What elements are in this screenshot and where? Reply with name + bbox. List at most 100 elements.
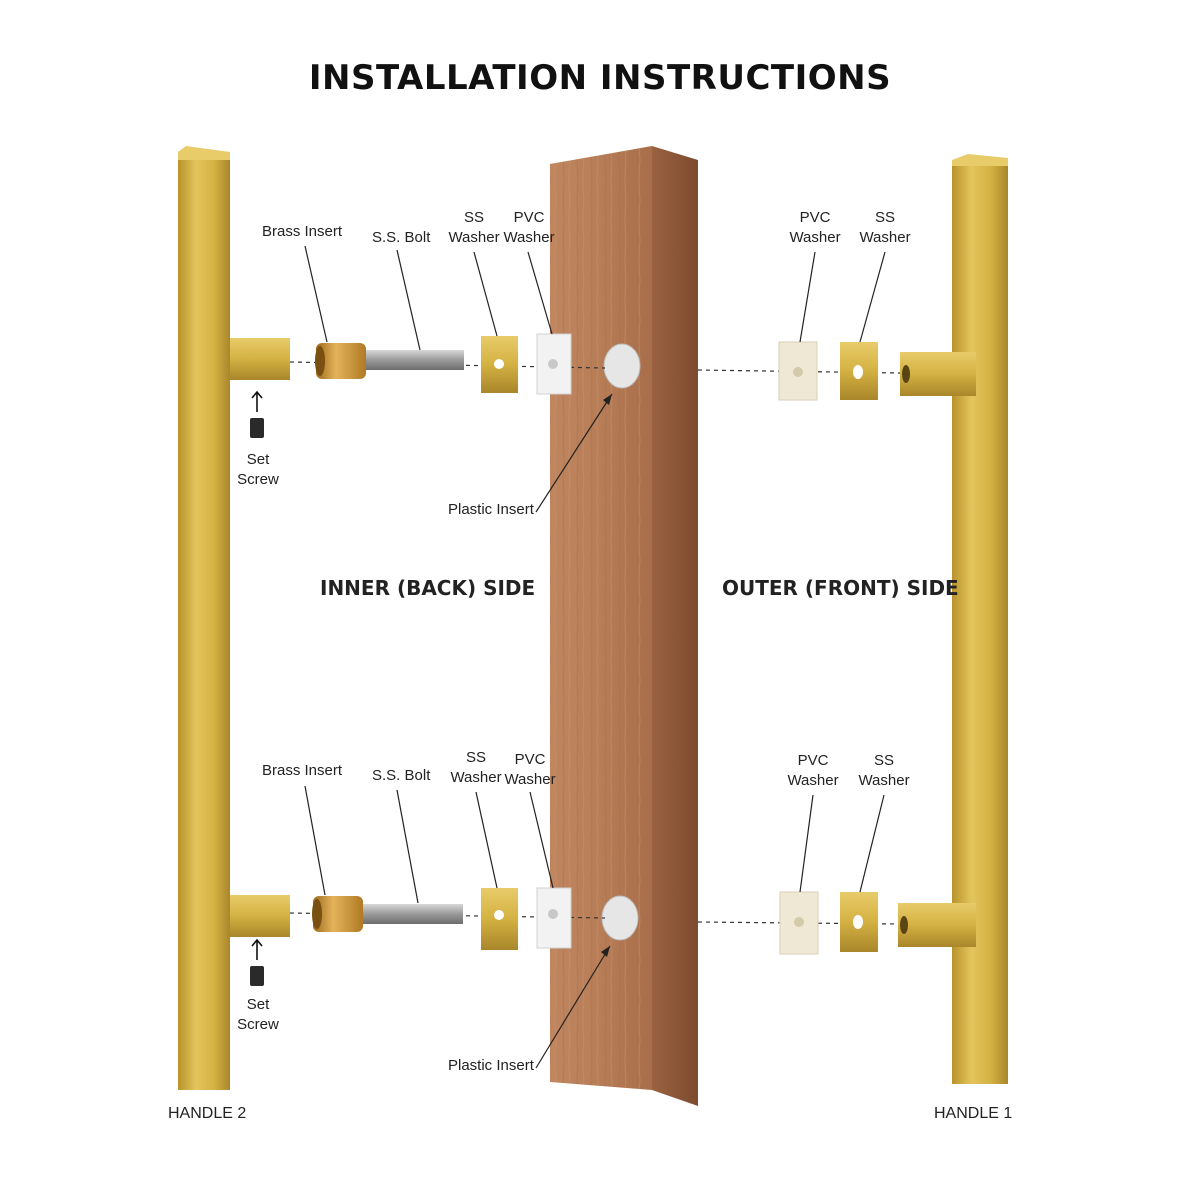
plastic-insert-bottom — [601, 895, 639, 941]
bottom-set-screw-arrow — [251, 938, 263, 960]
arrowhead-top-plastic-insert — [603, 394, 612, 405]
leader-bottom-brass-insert — [304, 785, 326, 896]
leader-bottom-ss-bolt — [396, 789, 419, 904]
bottom-brass-insert — [313, 896, 363, 932]
handle-1-bottom-bore — [900, 916, 908, 934]
handle-1-label: HANDLE 1 — [934, 1105, 1013, 1122]
top-brass-insert-face — [315, 346, 325, 376]
axis-bottom-outer — [697, 921, 899, 925]
top-set-screw-arrow — [251, 390, 263, 412]
bottom-ss-washer-inner-label: SS Washer — [450, 748, 502, 788]
inner-side-label: INNER (BACK) SIDE — [320, 576, 536, 600]
page-title: INSTALLATION INSTRUCTIONS — [308, 58, 892, 98]
bottom-brass-insert-label: Brass Insert — [262, 762, 343, 779]
bottom-pvc-washer-outer-label: PVC Washer — [786, 751, 840, 791]
top-pvc-washer-inner-label: PVC Washer — [503, 208, 555, 248]
outer-side-label: OUTER (FRONT) SIDE — [722, 576, 959, 600]
top-outer-hardware — [778, 341, 878, 401]
handle-2-bottom-standoff — [230, 895, 290, 937]
label-line: Washer — [450, 769, 502, 786]
top-ss-bolt — [366, 350, 464, 370]
top-set-screw-label: Set Screw — [232, 450, 284, 490]
leader-top-ss-washer-inner — [473, 251, 498, 337]
leader-top-pvc-washer-outer — [799, 251, 816, 343]
label-line: SS — [463, 209, 484, 226]
bottom-plastic-insert-label: Plastic Insert — [448, 1057, 534, 1074]
top-ss-washer-outer-hole — [853, 365, 863, 379]
wood-door — [550, 146, 698, 1106]
leader-bottom-pvc-washer-outer — [799, 794, 814, 893]
top-pvc-washer-inner-hole — [548, 359, 558, 369]
bottom-pvc-washer-outer-hole — [794, 917, 804, 927]
label-line: Set — [246, 996, 270, 1013]
bottom-pvc-washer-inner-label: PVC Washer — [504, 750, 556, 790]
handle-2-label: HANDLE 2 — [168, 1105, 247, 1122]
leader-arrowheads — [601, 394, 612, 957]
top-plastic-insert-label: Plastic Insert — [448, 501, 534, 518]
arrowhead-bottom-plastic-insert — [601, 946, 610, 957]
top-pvc-washer-outer-label: PVC Washer — [788, 208, 842, 248]
label-line: PVC — [797, 752, 829, 769]
bottom-set-screw-label: Set Screw — [232, 995, 284, 1035]
top-ss-bolt-label: S.S. Bolt — [372, 229, 431, 246]
bottom-pvc-washer-outer — [779, 891, 819, 955]
label-line: Washer — [858, 772, 910, 789]
wood-door-side — [652, 146, 698, 1106]
handle-2-bar — [178, 152, 230, 1090]
handle-1-bottom-standoff — [898, 903, 976, 947]
handle-1-top-bore — [902, 365, 910, 383]
label-line: PVC — [513, 209, 545, 226]
label-line: SS — [874, 209, 895, 226]
leader-bottom-ss-washer-inner — [475, 791, 498, 889]
leader-top-pvc-washer-inner — [527, 251, 553, 335]
handle-2-top-cap — [178, 146, 230, 160]
label-line: Set — [246, 451, 270, 468]
label-line: Washer — [503, 229, 555, 246]
bottom-outer-hardware — [779, 891, 878, 955]
plastic-insert-top — [603, 343, 641, 389]
bottom-ss-washer-outer-label: SS Washer — [857, 751, 911, 791]
leader-top-ss-bolt — [396, 249, 421, 351]
label-line: Screw — [237, 471, 279, 488]
top-inner-hardware — [250, 333, 572, 438]
label-line: Screw — [237, 1016, 279, 1033]
handle-1-top-cap — [952, 154, 1008, 166]
top-ss-washer-inner-label: SS Washer — [448, 208, 500, 248]
label-line: Washer — [789, 229, 841, 246]
label-line: PVC — [799, 209, 831, 226]
label-line: Washer — [504, 771, 556, 788]
top-set-screw — [250, 418, 264, 438]
leader-lines — [304, 245, 886, 1069]
label-line: Washer — [859, 229, 911, 246]
handle-2-top-standoff — [230, 338, 290, 380]
label-line: Washer — [787, 772, 839, 789]
bottom-brass-insert-face — [312, 899, 322, 929]
leader-bottom-pvc-washer-inner — [529, 791, 554, 889]
bottom-ss-washer-inner-hole — [494, 910, 504, 920]
handle-2 — [178, 146, 290, 1090]
bottom-ss-washer-outer-hole — [853, 915, 863, 929]
label-line: SS — [873, 752, 894, 769]
leader-top-ss-washer-outer — [859, 251, 886, 343]
leader-bottom-plastic-insert — [535, 945, 611, 1069]
bottom-ss-bolt-label: S.S. Bolt — [372, 767, 431, 784]
label-line: PVC — [514, 751, 546, 768]
handle-1-top-standoff — [900, 352, 976, 396]
bottom-inner-hardware — [250, 887, 572, 986]
label-line: Washer — [448, 229, 500, 246]
top-ss-washer-inner-hole — [494, 359, 504, 369]
bottom-pvc-washer-inner-hole — [548, 909, 558, 919]
bottom-set-screw — [250, 966, 264, 986]
handle-1 — [898, 154, 1008, 1084]
top-pvc-washer-outer-hole — [793, 367, 803, 377]
top-ss-washer-outer-label: SS Washer — [858, 208, 912, 248]
leader-top-brass-insert — [304, 245, 328, 343]
leader-bottom-ss-washer-outer — [859, 794, 885, 893]
top-brass-insert-label: Brass Insert — [262, 223, 343, 240]
label-line: SS — [465, 749, 486, 766]
leader-top-plastic-insert — [535, 393, 613, 513]
bottom-ss-bolt — [363, 904, 463, 924]
top-brass-insert — [316, 343, 366, 379]
